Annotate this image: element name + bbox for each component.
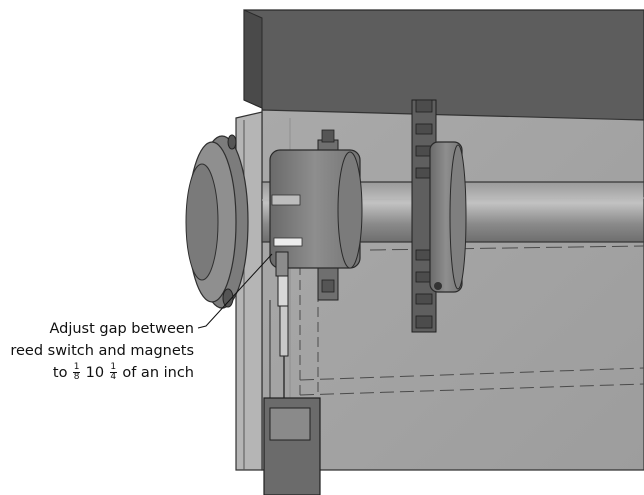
fraction-2-bar [109, 371, 117, 373]
fraction-2-numerator: 1 [110, 361, 117, 372]
callout-leader [197, 253, 273, 329]
fraction-one-eighth: 1 8 [73, 361, 81, 382]
top-cover-plate [243, 9, 644, 121]
callout-line-2: reed switch and magnets [10, 343, 194, 359]
lower-bracket [263, 397, 321, 495]
callout-suffix: of an inch [122, 365, 194, 381]
fraction-1-numerator: 1 [73, 361, 80, 372]
gap-adjustment-callout: Adjust gap between reed switch and magne… [10, 318, 194, 384]
large-sprocket [411, 99, 467, 333]
fraction-1-bar [73, 371, 81, 373]
bearing-flange [185, 134, 249, 309]
callout-middle: 10 [85, 365, 105, 381]
fraction-2-denominator: 4 [110, 371, 117, 382]
callout-prefix: to [52, 365, 68, 381]
fraction-1-denominator: 8 [73, 371, 80, 382]
callout-line-1: Adjust gap between [49, 321, 194, 337]
callout-line-3: to 1 8 10 1 4 of an inch [10, 362, 194, 384]
magnet-mount [271, 194, 303, 247]
fraction-one-quarter: 1 4 [109, 361, 117, 382]
